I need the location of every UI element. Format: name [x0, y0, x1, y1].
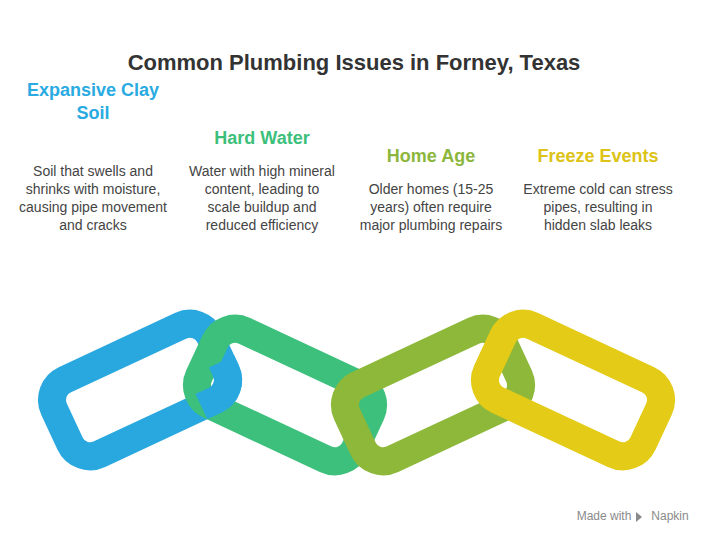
column-heading: Home Age: [351, 145, 511, 168]
footer-brand: Napkin: [645, 509, 695, 523]
column-heading: Freeze Events: [518, 145, 678, 168]
footer-text: Made with: [574, 509, 634, 523]
chain-link: [478, 316, 669, 463]
column-body: Soil that swells and shrinks with moistu…: [18, 162, 168, 234]
diagram-title: Common Plumbing Issues in Forney, Texas: [34, 50, 674, 76]
column-heading: Hard Water: [182, 127, 342, 150]
column-body: Extreme cold can stress pipes, resulting…: [523, 180, 673, 234]
chain-link-overlap: [338, 321, 529, 468]
napkin-logo: [636, 512, 642, 522]
column-body: Water with high mineral content, leading…: [187, 162, 337, 234]
column-heading: Expansive Clay Soil: [13, 79, 173, 125]
chain-link-overlap: [45, 316, 236, 463]
column-body: Older homes (15-25 years) often require …: [356, 180, 506, 234]
napkin-icon: [636, 512, 642, 522]
